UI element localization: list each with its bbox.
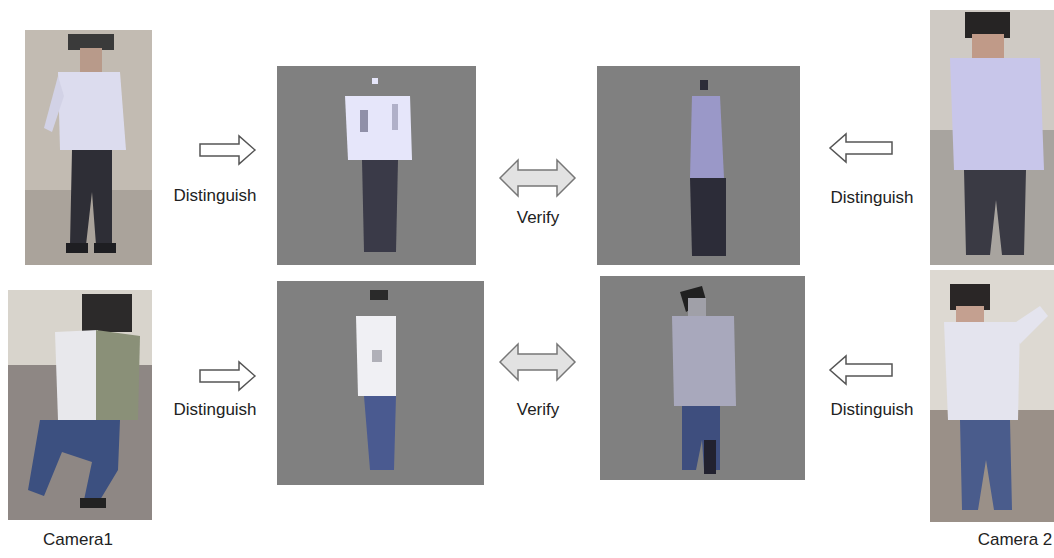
person-pants bbox=[964, 170, 1026, 255]
segment-fragment bbox=[372, 350, 382, 362]
segment-shirt bbox=[690, 96, 724, 178]
person-shoe bbox=[94, 243, 116, 253]
camera2-photo-bottom bbox=[930, 270, 1054, 522]
segment-background bbox=[277, 66, 476, 265]
person-shirt bbox=[950, 58, 1044, 170]
person-jeans bbox=[28, 420, 120, 500]
segment-background bbox=[277, 281, 484, 485]
arrow-label: Distinguish bbox=[830, 400, 913, 420]
segmented-image bbox=[277, 281, 484, 485]
segment-fragment bbox=[372, 78, 378, 84]
person-face bbox=[956, 306, 984, 324]
arrow-label: Distinguish bbox=[173, 400, 256, 420]
camera-label: Camera1 bbox=[43, 530, 113, 550]
segment-background bbox=[597, 66, 800, 265]
segment-fragment bbox=[700, 80, 708, 90]
segment-pants bbox=[362, 160, 398, 252]
photo-background bbox=[930, 10, 1054, 265]
segment-fragment bbox=[392, 104, 398, 130]
segmented-image bbox=[277, 66, 476, 265]
person-arm bbox=[1010, 306, 1048, 344]
segment-shirt bbox=[356, 316, 396, 396]
distinguish-arrow bbox=[830, 356, 892, 384]
verify-double-arrow bbox=[500, 344, 575, 380]
distinguish-arrow bbox=[200, 136, 255, 164]
arrow-label: Verify bbox=[517, 400, 560, 420]
person-hair bbox=[82, 294, 132, 332]
person-shirt bbox=[58, 72, 126, 150]
arrow-label: Distinguish bbox=[830, 188, 913, 208]
segment-fragment bbox=[704, 440, 716, 474]
person-shirt bbox=[55, 330, 98, 420]
segment-pants bbox=[690, 178, 726, 256]
segmented-image bbox=[600, 276, 805, 480]
distinguish-arrow bbox=[830, 134, 892, 162]
person-face bbox=[80, 48, 102, 72]
person-jeans bbox=[960, 420, 1012, 510]
distinguish-arrow bbox=[200, 362, 255, 390]
segment-shirt bbox=[345, 96, 412, 160]
camera1-photo-top bbox=[25, 30, 152, 265]
person-pants bbox=[70, 150, 112, 245]
segment-fragment bbox=[360, 110, 368, 132]
person-shoe bbox=[66, 243, 88, 253]
segment-head bbox=[688, 298, 706, 316]
arrow-label: Distinguish bbox=[173, 186, 256, 206]
segment-jeans bbox=[364, 396, 396, 470]
camera-label: Camera 2 bbox=[978, 530, 1053, 550]
verify-double-arrow bbox=[500, 160, 575, 196]
person-arm bbox=[44, 76, 64, 132]
person-hair bbox=[68, 34, 114, 50]
segmented-image bbox=[597, 66, 800, 265]
arrow-label: Verify bbox=[517, 208, 560, 228]
segment-hair bbox=[370, 290, 388, 300]
photo-background bbox=[25, 30, 152, 265]
segment-shirt bbox=[672, 316, 736, 406]
camera2-photo-top bbox=[930, 10, 1054, 265]
photo-background bbox=[930, 270, 1054, 522]
person-shoe bbox=[80, 498, 106, 508]
camera1-photo-bottom bbox=[8, 290, 152, 520]
person-shirt bbox=[944, 322, 1020, 420]
photo-background bbox=[8, 290, 152, 520]
segment-background bbox=[600, 276, 805, 480]
person-shirt bbox=[96, 330, 140, 420]
person-face bbox=[972, 34, 1004, 58]
